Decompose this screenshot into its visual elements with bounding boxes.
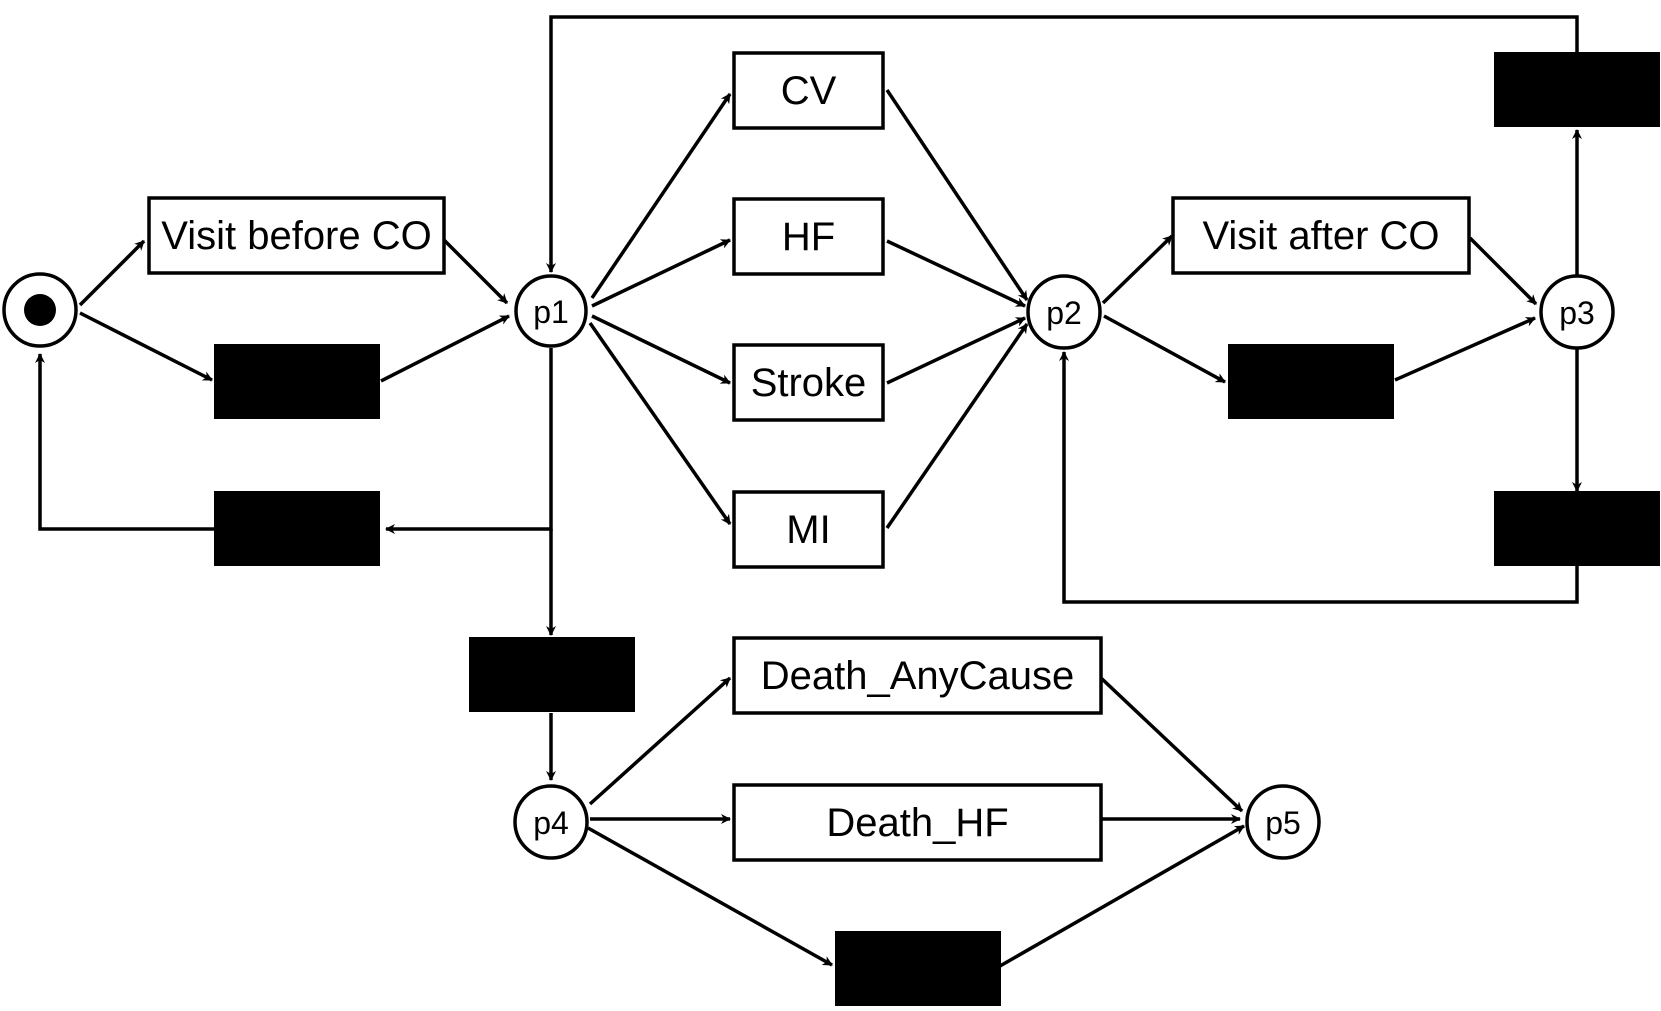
arc-tau-back-start	[35, 353, 215, 531]
place-p4: p4	[513, 784, 589, 860]
arc-tau-start-p1	[380, 314, 510, 383]
transition-box	[732, 197, 885, 276]
transition-visit-after: Visit after CO	[1171, 196, 1471, 275]
silent-transition-p4-p5	[835, 931, 1001, 1006]
place-circle	[1026, 274, 1102, 350]
silent-transition-p3-p1	[1494, 52, 1660, 127]
arc-stroke-p2	[886, 316, 1026, 385]
arc-visit-before-p1	[442, 238, 509, 305]
transition-death-hf: Death_HF	[732, 783, 1103, 862]
arc-hf-p2	[886, 239, 1026, 308]
silent-transition-start-p1	[214, 344, 380, 419]
arc-tau-bottom-p2	[1059, 351, 1579, 604]
transition-hf: HF	[732, 197, 885, 276]
place-p2: p2	[1026, 274, 1102, 350]
silent-transition-p1-p4	[469, 637, 635, 712]
place-label: p2	[1046, 295, 1082, 331]
transition-death-anycause: Death_AnyCause	[732, 636, 1103, 715]
transition-label: CV	[781, 69, 837, 113]
arc-tau-top-p1	[546, 15, 1579, 273]
token-dot	[24, 294, 56, 326]
transition-stroke: Stroke	[732, 343, 885, 422]
transition-label: MI	[786, 508, 830, 552]
place-label: p4	[533, 805, 569, 841]
arc-cv-p2	[885, 89, 1029, 301]
transition-box	[732, 636, 1103, 715]
place-circle	[513, 784, 589, 860]
arc-start-visit-before	[78, 239, 146, 307]
arc-p4-death-any	[588, 676, 732, 806]
arc-tau-p5	[999, 824, 1245, 968]
transition-mi: MI	[732, 490, 885, 569]
place-label: p1	[533, 294, 569, 330]
place-label: p5	[1265, 805, 1301, 841]
silent-transition-p3-p2	[1494, 491, 1660, 566]
transition-box	[1171, 196, 1471, 275]
transition-label: Death_AnyCause	[761, 654, 1075, 698]
transition-visit-before: Visit before CO	[147, 196, 446, 275]
transition-label: Visit before CO	[161, 214, 432, 258]
silent-transition-p1-back	[214, 491, 380, 566]
arc-p1-mi	[588, 321, 732, 526]
transition-box	[147, 196, 446, 275]
arc-mi-p2	[885, 323, 1029, 529]
place-start	[2, 272, 78, 348]
arc-p1-hf	[591, 238, 731, 308]
arc-visit-after-p3	[1468, 236, 1538, 306]
transition-label: Stroke	[751, 361, 867, 405]
arc-start-tau-start	[79, 311, 213, 382]
arc-tau-p3-p3	[1394, 316, 1536, 382]
transition-label: HF	[782, 215, 835, 259]
transition-label: Death_HF	[826, 801, 1008, 845]
arc-p1-tau-back	[385, 348, 553, 534]
places: p1 p2 p3 p4 p5	[2, 272, 1615, 860]
silent-transitions	[214, 52, 1660, 1006]
arc-p4-tau-p5	[587, 826, 833, 967]
labeled-transitions: Visit before CO CV HF Stroke MI Visit af…	[147, 51, 1471, 862]
place-label: p3	[1559, 295, 1595, 331]
transition-box	[732, 490, 885, 569]
arc-p1-cv	[590, 93, 732, 299]
transition-cv: CV	[732, 51, 885, 130]
place-p5: p5	[1245, 784, 1321, 860]
arc-p2-tau-p3	[1103, 314, 1226, 384]
arc-p1-stroke	[591, 314, 731, 385]
transition-box	[732, 343, 885, 422]
place-circle	[1539, 274, 1615, 350]
arc-death-any-p5	[1099, 676, 1244, 813]
place-p3: p3	[1539, 274, 1615, 350]
place-p1: p1	[514, 274, 588, 348]
place-circle	[1245, 784, 1321, 860]
silent-transition-p2-p3	[1228, 344, 1394, 419]
transition-box	[732, 783, 1103, 862]
place-circle	[514, 274, 588, 348]
arcs	[35, 15, 1582, 968]
arc-p2-visit-after	[1101, 234, 1174, 305]
transition-label: Visit after CO	[1202, 214, 1439, 258]
transition-box	[732, 51, 885, 130]
